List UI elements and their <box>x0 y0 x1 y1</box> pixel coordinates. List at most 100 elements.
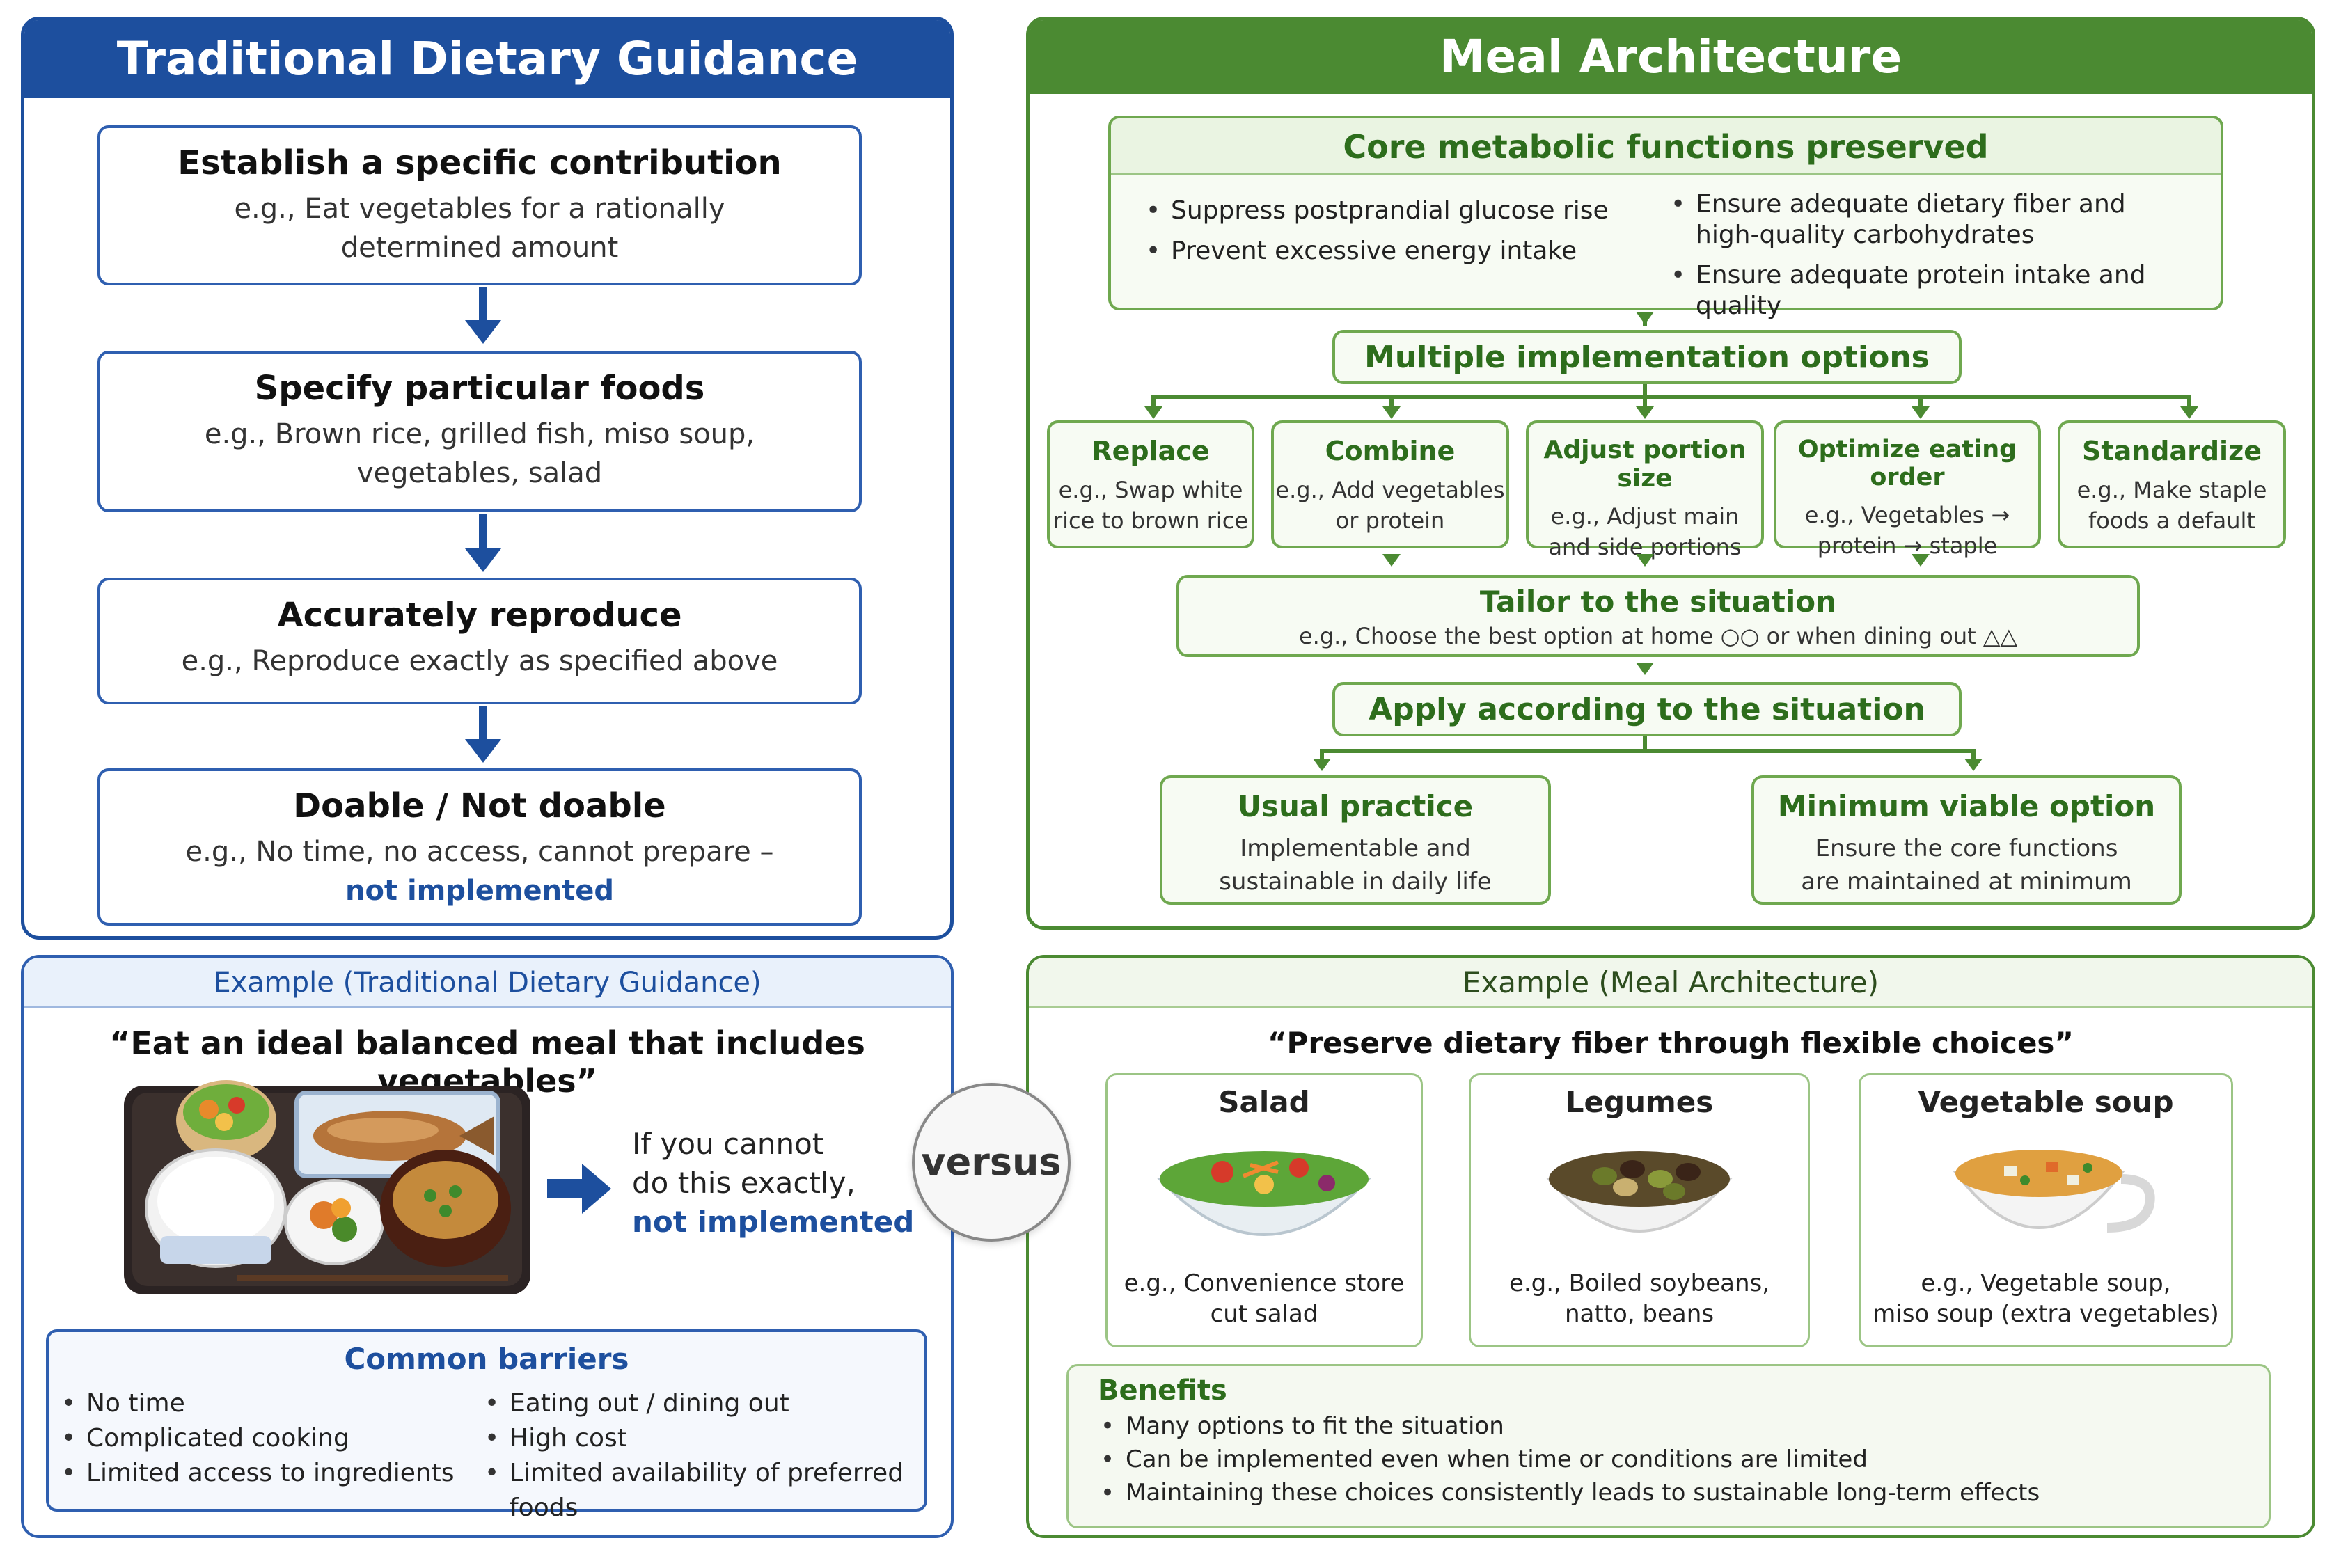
option-title: Optimize eating order <box>1797 436 2017 491</box>
connector-arrow-icon <box>1636 554 1654 567</box>
food-desc: cut salad <box>1210 1300 1318 1328</box>
tailor-title: Tailor to the situation <box>1479 585 1837 619</box>
food-card-legumes: Legumes e.g., Boiled soybeans, natto, be… <box>1469 1073 1810 1347</box>
food-title: Vegetable soup <box>1918 1085 2174 1119</box>
flow-arrow-stem <box>479 514 487 550</box>
apply-box: Apply according to the situation <box>1332 682 1962 736</box>
core-functions-left-list: Suppress postprandial glucose rise Preve… <box>1143 191 1609 271</box>
step-establish-contribution: Establish a specific contribution e.g., … <box>97 125 862 285</box>
step-title: Accurately reproduce <box>277 596 682 635</box>
minimum-desc: Ensure the core functions <box>1815 834 2118 862</box>
food-card-salad: Salad e.g., Convenience store cut salad <box>1105 1073 1423 1347</box>
branch-stem <box>2187 395 2191 406</box>
option-desc: or protein <box>1335 507 1445 534</box>
barrier-item: Complicated cooking <box>58 1421 455 1456</box>
benefit-item: Maintaining these choices consistently l… <box>1098 1476 2269 1510</box>
option-title: Combine <box>1325 436 1456 466</box>
benefit-item: Many options to fit the situation <box>1098 1409 2269 1443</box>
option-desc: protein → staple <box>1817 532 1998 559</box>
if-cannot-line: If you cannot <box>632 1127 824 1161</box>
step-desc: e.g., Brown rice, grilled fish, miso sou… <box>204 418 755 450</box>
flow-arrow-stem <box>479 706 487 741</box>
traditional-guidance-header: Traditional Dietary Guidance <box>24 20 950 98</box>
not-implemented-label: not implemented <box>632 1205 915 1239</box>
barrier-item: No time <box>58 1386 455 1421</box>
traditional-example-quote: “Eat an ideal balanced meal that include… <box>109 1024 865 1100</box>
core-item: Ensure adequate protein intake and quali… <box>1668 260 2221 322</box>
usual-desc: Implementable and <box>1240 834 1471 862</box>
core-functions-title: Core metabolic functions preserved <box>1111 118 2221 175</box>
connector-arrow-icon <box>1912 554 1930 567</box>
traditional-example-header: Example (Traditional Dietary Guidance) <box>24 958 951 1008</box>
flow-arrow-down-icon <box>465 548 501 572</box>
connector-arrow-icon <box>1636 663 1654 675</box>
meal-architecture-example-header: Example (Meal Architecture) <box>1029 958 2312 1008</box>
option-title: Adjust portion size <box>1543 436 1747 493</box>
branch-arrow-icon <box>1636 406 1654 419</box>
multiple-options-box: Multiple implementation options <box>1332 330 1962 384</box>
food-desc: miso soup (extra vegetables) <box>1873 1300 2219 1328</box>
versus-badge: versus <box>912 1083 1071 1242</box>
option-desc: e.g., Make staple <box>2076 477 2267 503</box>
usual-practice-box: Usual practice Implementable and sustain… <box>1160 775 1551 905</box>
minimum-desc: are maintained at minimum <box>1801 868 2132 896</box>
step-desc: determined amount <box>340 232 619 264</box>
option-replace: Replace e.g., Swap white rice to brown r… <box>1047 420 1254 548</box>
branch-arrow-icon <box>1313 759 1331 771</box>
branch-arrow-icon <box>2180 406 2198 419</box>
legumes-bowl-image <box>1545 1151 1733 1233</box>
tailor-box: Tailor to the situation e.g., Choose the… <box>1176 575 2140 657</box>
option-desc: e.g., Add vegetables <box>1275 477 1505 503</box>
branch-stem <box>1971 749 1976 760</box>
vegetable-soup-cup-image <box>1952 1150 2155 1233</box>
step-desc: vegetables, salad <box>356 457 603 489</box>
common-barriers-title: Common barriers <box>344 1342 629 1376</box>
step-title: Doable / Not doable <box>293 786 666 825</box>
branch-arrow-icon <box>1912 406 1930 419</box>
step-title: Establish a specific contribution <box>178 143 782 182</box>
option-title: Replace <box>1091 436 1210 466</box>
usual-title: Usual practice <box>1237 789 1474 823</box>
barrier-item: Eating out / dining out <box>482 1386 924 1421</box>
branch-stem <box>1918 395 1923 406</box>
step-specify-foods: Specify particular foods e.g., Brown ric… <box>97 351 862 512</box>
option-desc: e.g., Swap white <box>1058 477 1243 503</box>
step-accurately-reproduce: Accurately reproduce e.g., Reproduce exa… <box>97 578 862 704</box>
connector-line <box>1643 384 1647 397</box>
connector-line <box>1643 736 1647 750</box>
benefits-title: Benefits <box>1098 1375 1227 1407</box>
if-cannot-line: do this exactly, <box>632 1166 856 1200</box>
not-implemented-label: not implemented <box>345 875 615 907</box>
option-desc: foods a default <box>2088 507 2255 534</box>
branch-line <box>1320 749 1976 753</box>
barriers-right-list: Eating out / dining out High cost Limite… <box>482 1386 924 1526</box>
tailor-desc: e.g., Choose the best option at home ○○ … <box>1298 623 2018 649</box>
apply-title: Apply according to the situation <box>1369 692 1925 727</box>
branch-line <box>1151 395 2191 399</box>
option-adjust-portion: Adjust portion size e.g., Adjust main an… <box>1526 420 1764 560</box>
usual-desc: sustainable in daily life <box>1219 868 1492 896</box>
meal-architecture-example-quote: “Preserve dietary fiber through flexible… <box>1267 1026 2074 1060</box>
branch-stem <box>1320 749 1324 760</box>
core-functions-right-list: Ensure adequate dietary fiber andhigh-qu… <box>1668 189 2221 322</box>
step-doable: Doable / Not doable e.g., No time, no ac… <box>97 768 862 926</box>
barrier-item: Limited availability of preferred foods <box>482 1456 924 1526</box>
step-desc: e.g., Reproduce exactly as specified abo… <box>181 645 778 677</box>
option-standardize: Standardize e.g., Make staple foods a de… <box>2058 420 2286 548</box>
food-title: Salad <box>1218 1085 1310 1119</box>
food-desc: e.g., Vegetable soup, <box>1921 1269 2171 1297</box>
right-arrow-icon <box>547 1164 611 1214</box>
food-desc: natto, beans <box>1564 1300 1715 1328</box>
if-cannot-text: If you cannot do this exactly, not imple… <box>632 1125 914 1242</box>
option-combine: Combine e.g., Add vegetables or protein <box>1271 420 1509 548</box>
barrier-item: High cost <box>482 1421 924 1456</box>
connector-arrow-icon <box>1382 554 1401 567</box>
core-item: Suppress postprandial glucose rise <box>1143 191 1609 231</box>
food-desc: e.g., Convenience store <box>1124 1269 1405 1297</box>
branch-stem <box>1643 395 1647 406</box>
option-title: Standardize <box>2082 436 2262 466</box>
barriers-left-list: No time Complicated cooking Limited acce… <box>58 1386 455 1491</box>
branch-stem <box>1151 395 1156 406</box>
step-desc: e.g., No time, no access, cannot prepare… <box>185 836 774 868</box>
benefit-item: Can be implemented even when time or con… <box>1098 1443 2269 1476</box>
